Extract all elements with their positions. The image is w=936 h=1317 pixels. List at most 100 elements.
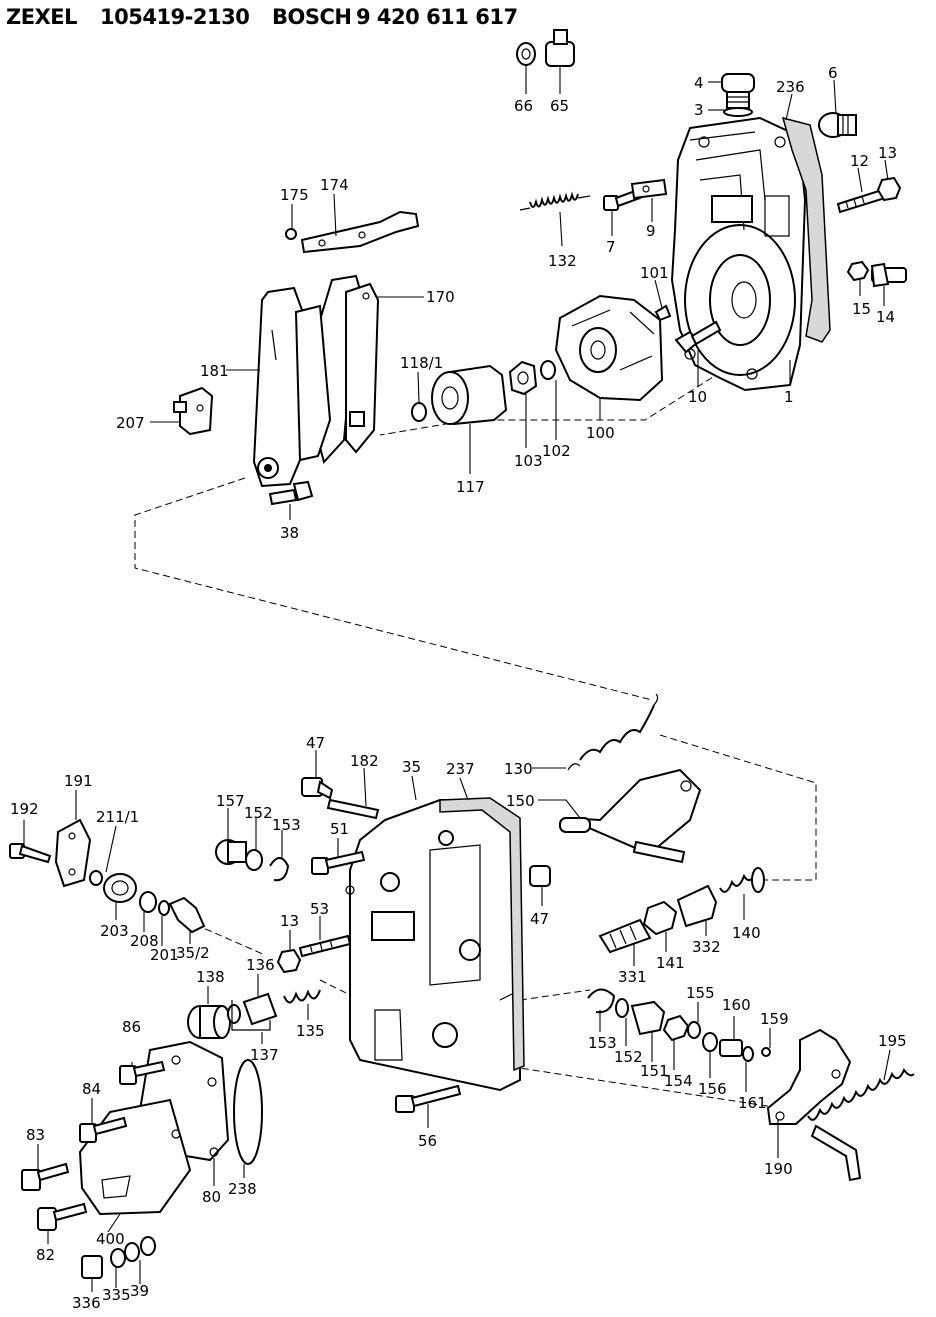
callout-151: 151 <box>640 1062 669 1080</box>
callout-13: 13 <box>878 144 897 162</box>
part-152-washer-upper <box>245 849 263 871</box>
part-136-screw <box>227 992 278 1026</box>
callout-83: 83 <box>26 1126 45 1144</box>
callout-181: 181 <box>200 362 229 380</box>
part-153-clip-upper <box>269 857 290 882</box>
part-174-lever <box>300 210 420 254</box>
part-140-spring <box>719 867 765 893</box>
callout-132: 132 <box>548 252 577 270</box>
leader-lines <box>23 66 891 1292</box>
part-195-spring <box>807 1068 915 1121</box>
callout-1: 1 <box>784 388 794 406</box>
part-190-lever <box>766 1028 862 1182</box>
callout-154: 154 <box>664 1072 693 1090</box>
part-100-flyweight-assembly <box>554 294 664 402</box>
callout-135: 135 <box>296 1022 325 1040</box>
callout-35: 35 <box>402 758 421 776</box>
part-12-screw <box>836 188 887 214</box>
part-335-washer <box>110 1248 126 1268</box>
callout-211-1: 211/1 <box>96 808 139 826</box>
callout-170: 170 <box>426 288 455 306</box>
part-13-nut <box>876 176 902 202</box>
callout-65: 65 <box>550 97 569 115</box>
callout-6: 6 <box>828 64 838 82</box>
part-86-screw <box>119 1060 166 1085</box>
part-51-bolt <box>311 850 366 875</box>
callout-136: 136 <box>246 956 275 974</box>
part-141-nut <box>642 900 678 936</box>
callout-130: 130 <box>504 760 533 778</box>
part-35-2-fitting <box>168 896 206 934</box>
part-331-screw <box>598 918 652 954</box>
part-150-lever-shaft <box>559 768 702 864</box>
callout-238: 238 <box>228 1180 257 1198</box>
callout-236: 236 <box>776 78 805 96</box>
callout-14: 14 <box>876 308 895 326</box>
callout-labels: 66 65 4 3 236 6 12 13 15 14 1 10 101 9 7… <box>10 64 907 1312</box>
header-zexel-number: 105419-2130 <box>100 5 249 29</box>
callout-12: 12 <box>850 152 869 170</box>
callout-3: 3 <box>694 101 704 119</box>
callout-35-2: 35/2 <box>176 944 210 962</box>
part-151-piston <box>630 1000 666 1036</box>
callout-150: 150 <box>506 792 535 810</box>
callout-13-lower: 13 <box>280 912 299 930</box>
callout-153-lower: 153 <box>588 1034 617 1052</box>
part-13-nut-lower <box>276 948 302 974</box>
part-9-bracket <box>630 178 668 200</box>
part-156-washer <box>702 1032 718 1052</box>
part-236-gasket <box>781 116 831 343</box>
part-47-bolt-lower <box>529 865 551 887</box>
callout-53: 53 <box>310 900 329 918</box>
part-137-bracket <box>231 1000 271 1031</box>
part-102-washer <box>540 360 556 380</box>
part-6-plug <box>818 112 857 138</box>
callout-117: 117 <box>456 478 485 496</box>
callout-138: 138 <box>196 968 225 986</box>
part-182-pin <box>326 798 380 820</box>
part-203-bushing <box>103 873 137 903</box>
header: ZEXEL 105419-2130 BOSCH 9 420 611 617 <box>6 5 518 29</box>
part-211-1-washer <box>89 870 103 886</box>
part-15-nut <box>846 260 870 282</box>
callout-174: 174 <box>320 176 349 194</box>
callout-103: 103 <box>514 452 543 470</box>
part-4-plug <box>721 73 755 109</box>
part-154-nut <box>662 1014 690 1042</box>
callout-192: 192 <box>10 800 39 818</box>
part-35-pump-body <box>345 799 521 1092</box>
callout-51: 51 <box>330 820 349 838</box>
part-84-screw <box>79 1116 128 1143</box>
callout-140: 140 <box>732 924 761 942</box>
part-135-spring <box>283 989 321 1004</box>
callout-47-lower: 47 <box>530 910 549 928</box>
callout-155: 155 <box>686 984 715 1002</box>
part-152-washer-lower <box>615 998 629 1018</box>
part-191-plate <box>54 818 92 888</box>
header-maker: ZEXEL <box>6 5 77 29</box>
callout-175: 175 <box>280 186 309 204</box>
part-159-pin <box>761 1047 771 1057</box>
callout-7: 7 <box>606 238 616 256</box>
callout-336: 336 <box>72 1294 101 1312</box>
callout-207: 207 <box>116 414 145 432</box>
part-56-bolt <box>395 1084 462 1113</box>
callout-9: 9 <box>646 222 656 240</box>
part-201-ring <box>158 900 170 916</box>
callout-39: 39 <box>130 1282 149 1300</box>
part-132-spring <box>519 191 591 211</box>
part-101-key <box>654 304 672 322</box>
part-170-lever <box>294 274 380 465</box>
callout-208: 208 <box>130 932 159 950</box>
callout-203: 203 <box>100 922 129 940</box>
part-207-switch <box>173 386 214 436</box>
callout-195: 195 <box>878 1032 907 1050</box>
callout-102: 102 <box>542 442 571 460</box>
callout-100: 100 <box>586 424 615 442</box>
callout-161: 161 <box>738 1094 767 1112</box>
callout-101: 101 <box>640 264 669 282</box>
part-38-bolt <box>268 480 314 506</box>
callout-86: 86 <box>122 1018 141 1036</box>
callout-137: 137 <box>250 1046 279 1064</box>
